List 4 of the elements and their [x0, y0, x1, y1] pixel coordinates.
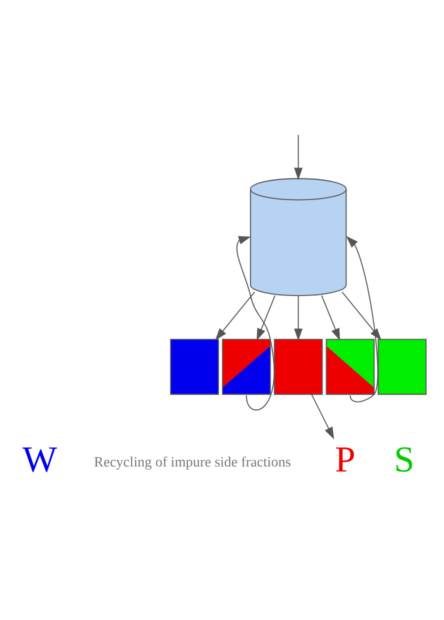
label: W [22, 438, 58, 479]
label: Recycling of impure side fractions [94, 454, 291, 470]
label: S [394, 438, 414, 479]
node-text: P [334, 438, 356, 479]
